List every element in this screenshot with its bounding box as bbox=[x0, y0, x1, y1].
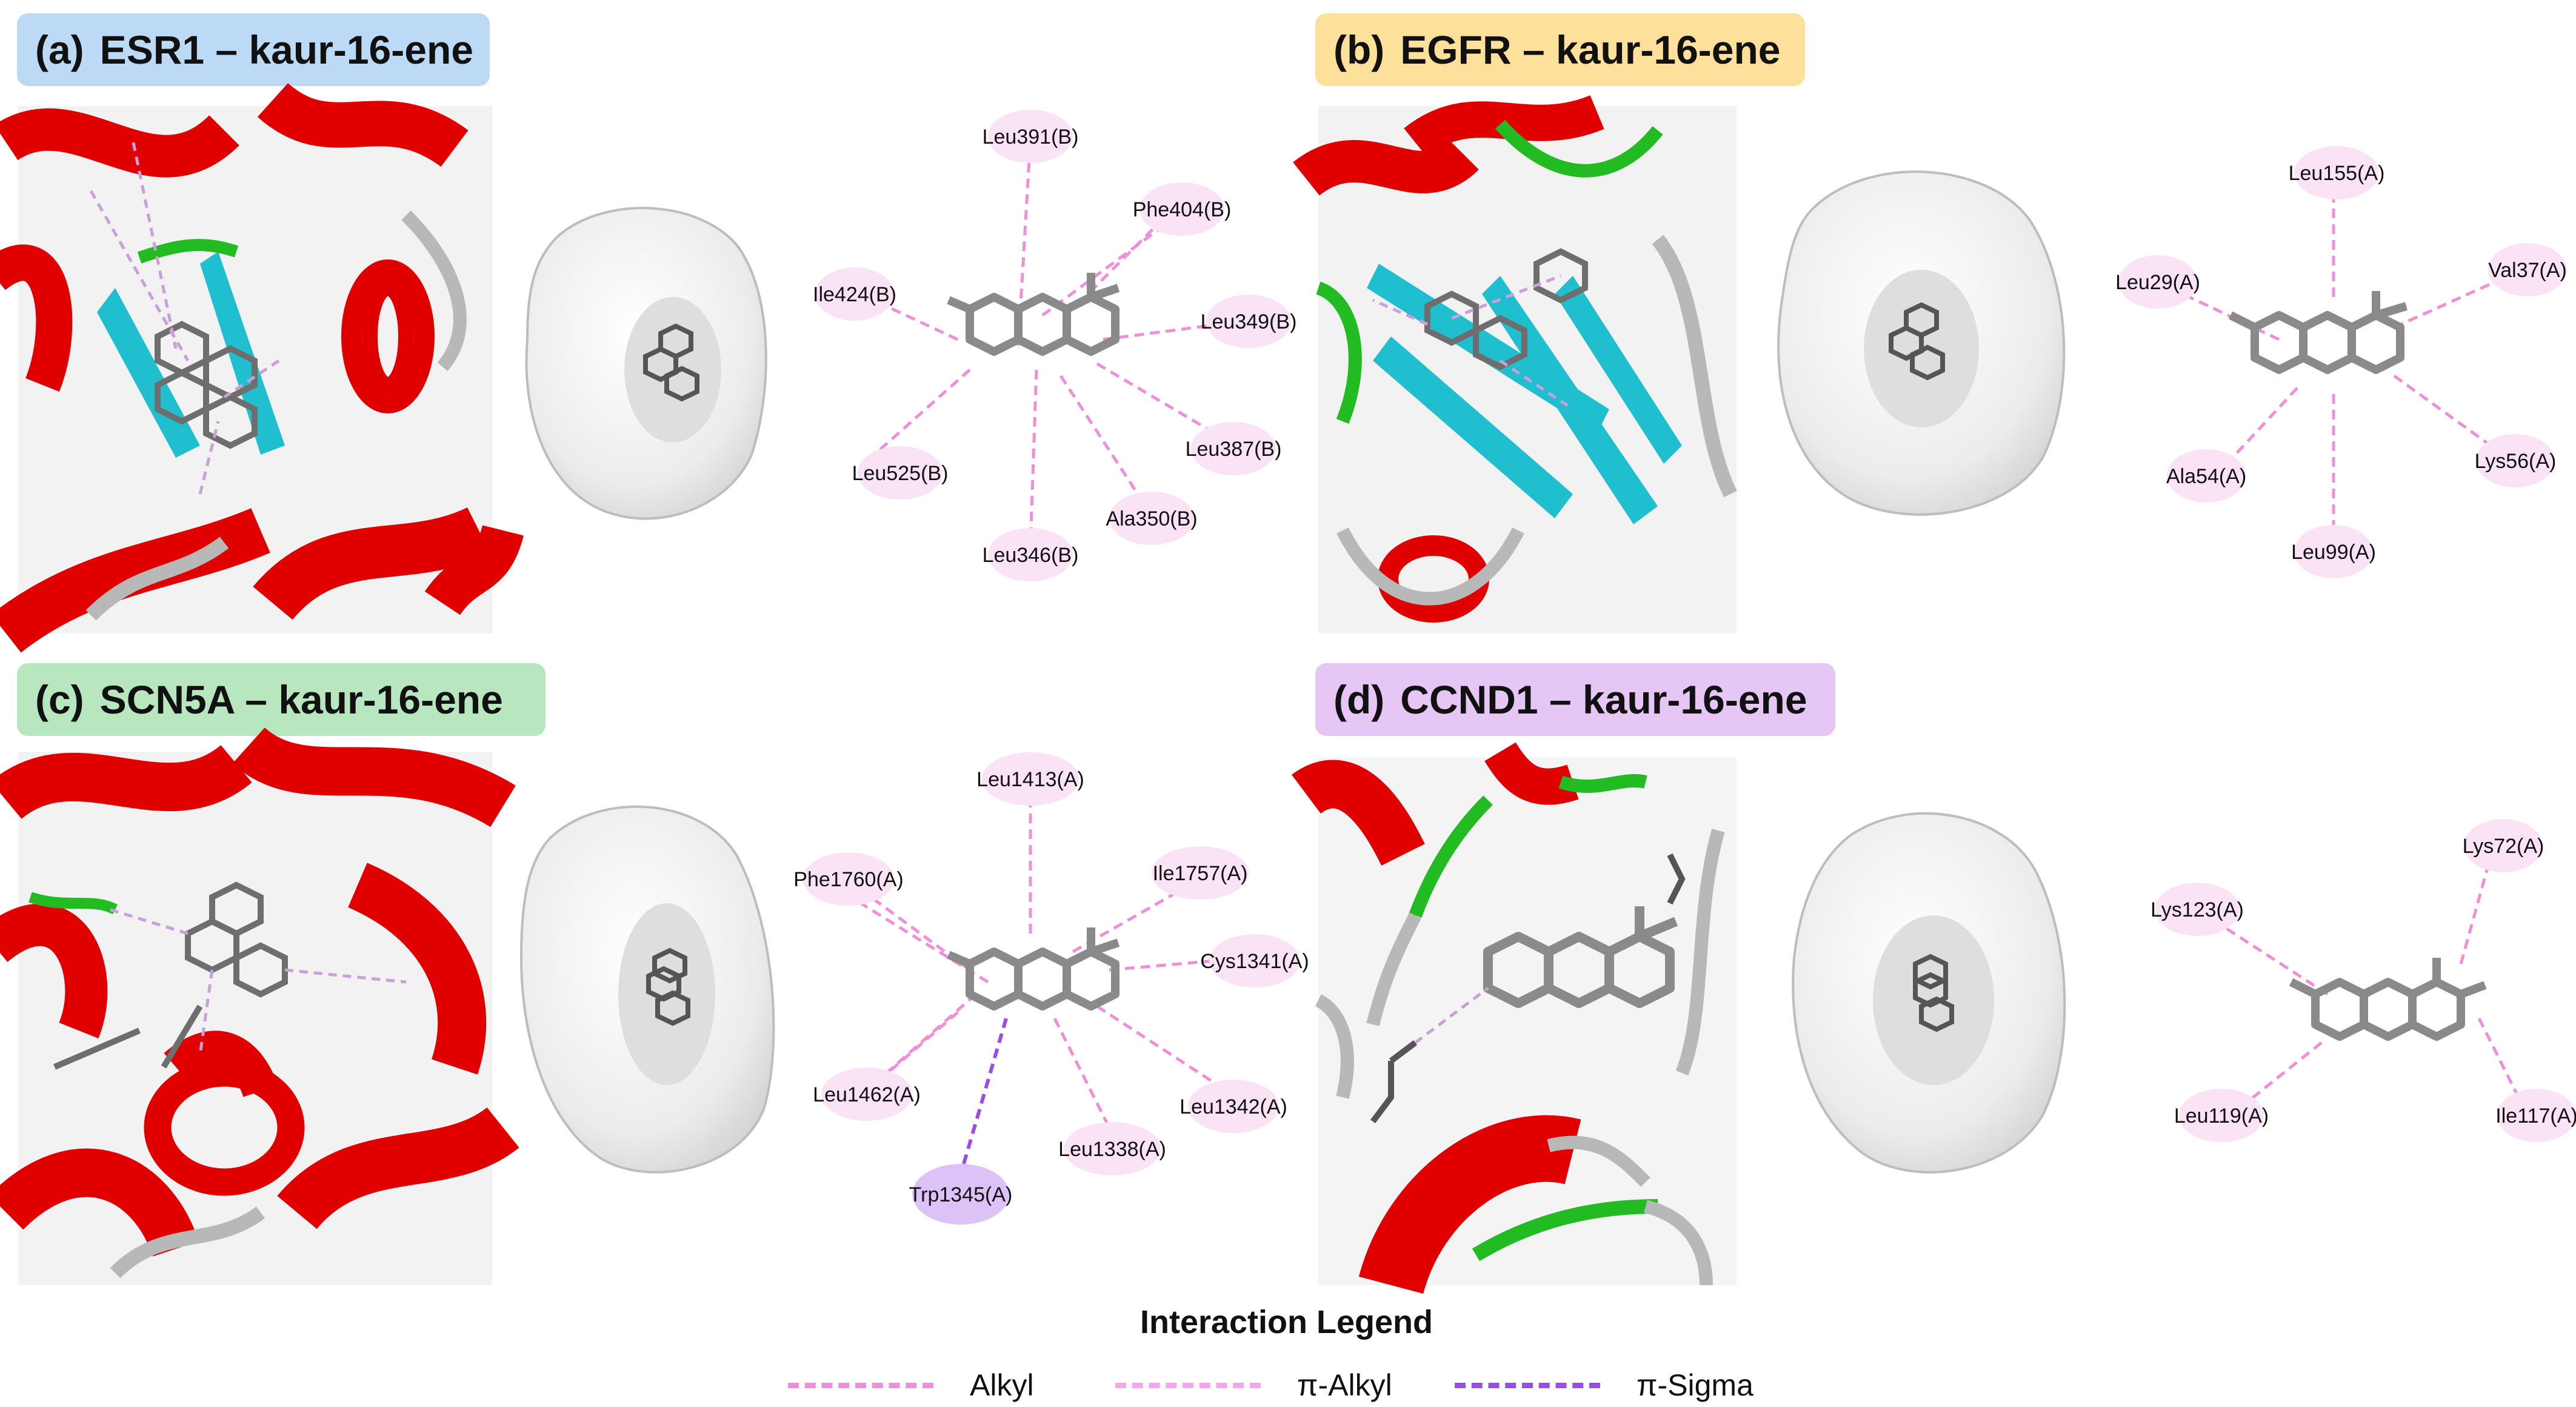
panel-b-interaction-map: Leu155(A) Leu29(A) Val37(A) Ala54(A) Lys… bbox=[2079, 109, 2576, 606]
legend-line-pi-alkyl bbox=[1115, 1382, 1261, 1388]
panel-d-letter: (d) bbox=[1333, 677, 1385, 722]
panel-b-ribbon-view bbox=[1293, 95, 1737, 633]
panel-d-badge: (d) CCND1 – kaur-16-ene bbox=[1315, 663, 1835, 736]
residue-label: Leu349(B) bbox=[1201, 310, 1297, 333]
panel-d-ribbon-view bbox=[1292, 742, 1737, 1295]
residue-label: Ile117(A) bbox=[2495, 1105, 2576, 1128]
panel-a-surface-view bbox=[509, 194, 782, 533]
panel-d-interaction-map: Lys72(A) Lys123(A) Leu119(A) Ile117(A) bbox=[2091, 764, 2576, 1249]
residue-label: Leu1342(A) bbox=[1180, 1095, 1287, 1118]
residue-label: Lys72(A) bbox=[2463, 835, 2544, 858]
residue-label: Leu387(B) bbox=[1186, 438, 1282, 461]
panel-c-residues: Leu1413(A) Phe1760(A) Ile1757(A) Cys1341… bbox=[793, 752, 1309, 1225]
residue-label: Phe404(B) bbox=[1133, 198, 1232, 221]
residue-label: Leu525(B) bbox=[852, 462, 949, 485]
panel-a-letter: (a) bbox=[35, 27, 84, 72]
panel-d-surface-view bbox=[1776, 800, 2091, 1188]
interaction-legend: Interaction Legend Alkyl π-Alkyl π-Sigma bbox=[0, 1285, 2573, 1406]
legend-label: π-Sigma bbox=[1637, 1368, 1753, 1402]
residue-label: Ile1757(A) bbox=[1153, 862, 1248, 885]
panel-c-badge: (c) SCN5A – kaur-16-ene bbox=[17, 663, 546, 736]
panel-b-surface-view bbox=[1758, 155, 2085, 530]
panel-d-title: CCND1 – kaur-16-ene bbox=[1400, 677, 1807, 722]
panel-a-title: ESR1 – kaur-16-ene bbox=[99, 27, 473, 72]
panel-c-surface-view bbox=[509, 794, 788, 1182]
legend-line-pi-sigma bbox=[1455, 1382, 1600, 1388]
residue-label: Leu1413(A) bbox=[976, 768, 1084, 791]
legend-label: Alkyl bbox=[970, 1368, 1034, 1402]
legend-item-pi-sigma: π-Sigma bbox=[1455, 1367, 1753, 1403]
panel-c-interaction-map: Leu1413(A) Phe1760(A) Ile1757(A) Cys1341… bbox=[788, 727, 1309, 1261]
legend-line-alkyl bbox=[788, 1382, 933, 1388]
residue-label: Leu1338(A) bbox=[1058, 1138, 1166, 1161]
panel-a-residues: Leu391(B) Phe404(B) Ile424(B) Leu349(B) … bbox=[813, 110, 1296, 581]
legend-label: π-Alkyl bbox=[1297, 1368, 1392, 1402]
panel-a-interaction-map: Leu391(B) Phe404(B) Ile424(B) Leu349(B) … bbox=[788, 109, 1296, 606]
residue-label: Leu155(A) bbox=[2289, 162, 2385, 185]
residue-label: Ala350(B) bbox=[1106, 507, 1197, 530]
residue-label: Trp1345(A) bbox=[909, 1183, 1013, 1206]
panel-c-ribbon-view bbox=[0, 727, 519, 1285]
panel-d-residues: Lys72(A) Lys123(A) Leu119(A) Ile117(A) bbox=[2151, 819, 2576, 1142]
panel-b: (b) EGFR – kaur-16-ene bbox=[1293, 0, 2576, 655]
panel-c: (c) SCN5A – kaur-16-ene bbox=[0, 655, 1309, 1285]
legend-item-alkyl: Alkyl bbox=[788, 1367, 1034, 1403]
residue-label: Lys56(A) bbox=[2475, 450, 2557, 473]
panel-a-ribbon-view bbox=[0, 82, 524, 653]
residue-label: Val37(A) bbox=[2488, 259, 2567, 282]
panel-a: (a) ESR1 – kaur-16-ene bbox=[0, 0, 1296, 655]
panel-b-residues: Leu155(A) Leu29(A) Val37(A) Ala54(A) Lys… bbox=[2115, 146, 2567, 578]
panel-a-badge: (a) ESR1 – kaur-16-ene bbox=[17, 13, 490, 86]
legend-item-pi-alkyl: π-Alkyl bbox=[1115, 1367, 1392, 1403]
residue-label: Leu346(B) bbox=[983, 544, 1079, 567]
legend-title: Interaction Legend bbox=[1140, 1304, 1433, 1340]
residue-label: Cys1341(A) bbox=[1200, 950, 1309, 973]
residue-label: Lys123(A) bbox=[2151, 898, 2244, 921]
residue-label: Phe1760(A) bbox=[793, 868, 903, 891]
panel-c-title: SCN5A – kaur-16-ene bbox=[99, 677, 503, 722]
panel-b-badge: (b) EGFR – kaur-16-ene bbox=[1315, 13, 1805, 86]
residue-label: Leu1462(A) bbox=[813, 1083, 921, 1106]
residue-label: Leu391(B) bbox=[983, 125, 1079, 149]
panel-c-letter: (c) bbox=[35, 677, 84, 722]
residue-label: Leu119(A) bbox=[2174, 1105, 2269, 1128]
residue-label: Leu99(A) bbox=[2291, 541, 2376, 564]
residue-label: Ile424(B) bbox=[813, 283, 896, 306]
residue-label: Ala54(A) bbox=[2166, 465, 2246, 488]
panel-b-letter: (b) bbox=[1333, 27, 1385, 72]
panel-b-title: EGFR – kaur-16-ene bbox=[1400, 27, 1781, 72]
residue-label: Leu29(A) bbox=[2115, 271, 2200, 294]
panel-d: (d) CCND1 – kaur-16-ene bbox=[1292, 655, 2576, 1295]
